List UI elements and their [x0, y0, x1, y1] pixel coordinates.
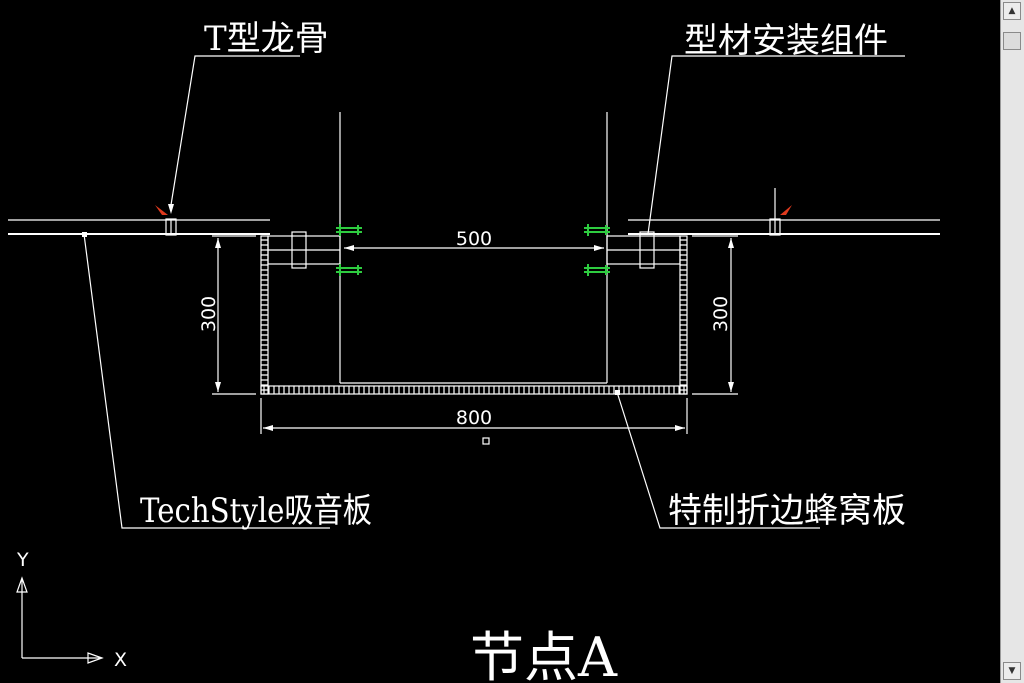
t-keel-clip-left [155, 205, 177, 236]
dim-300-left: 300 [198, 235, 256, 395]
profile-bracket-right [606, 231, 681, 269]
vertical-scrollbar[interactable]: ▲ ▼ [1000, 0, 1024, 683]
node-title: 节点A [470, 626, 618, 683]
dim-500-text: 500 [456, 228, 492, 250]
t-keel-clip-right [769, 188, 792, 236]
ceiling-lines [8, 219, 940, 235]
honeycomb-panel [260, 235, 688, 395]
cad-drawing: 500 800 300 300 [8, 19, 940, 683]
ucs-y-label: Y [16, 549, 29, 571]
scroll-thumb[interactable] [1003, 32, 1021, 50]
drawing-canvas[interactable]: 500 800 300 300 [0, 0, 1000, 683]
leader-absorb [83, 233, 330, 529]
scroll-up-button[interactable]: ▲ [1003, 2, 1021, 20]
dim-300-left-text: 300 [198, 296, 220, 332]
ucs-icon: Y X [16, 549, 127, 671]
dim-800-text: 800 [456, 407, 492, 429]
dim-800: 800 [260, 398, 688, 434]
leader-profile [647, 55, 905, 235]
dim-500: 500 [344, 228, 604, 251]
label-honeycomb-board: 特制折边蜂窝板 [668, 491, 906, 531]
dim-300-right: 300 [692, 235, 738, 395]
leader-honeycomb [616, 391, 820, 529]
leader-t-keel [168, 55, 300, 214]
label-t-keel: T型龙骨 [204, 19, 329, 59]
ucs-x-label: X [114, 649, 127, 671]
scroll-down-button[interactable]: ▼ [1003, 662, 1021, 680]
profile-bracket-left [267, 231, 341, 269]
label-absorb-board: TechStyle吸音板 [140, 491, 372, 531]
label-profile-assembly: 型材安装组件 [684, 21, 888, 61]
dim-300-right-text: 300 [710, 296, 732, 332]
green-clips [336, 224, 610, 276]
grip-marker [482, 437, 490, 445]
